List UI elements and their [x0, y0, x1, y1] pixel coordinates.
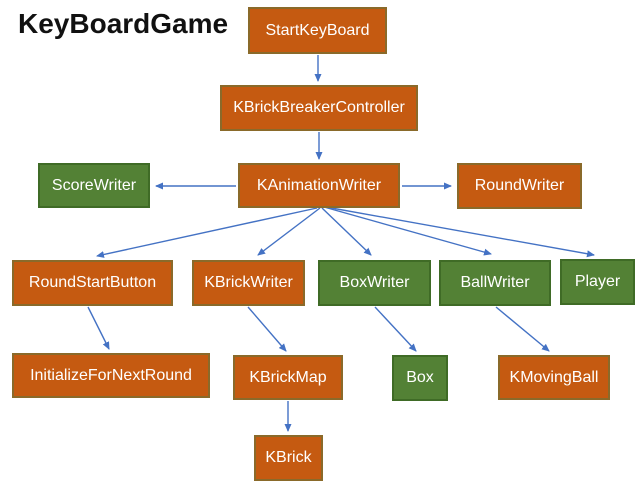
node-label: RoundWriter — [474, 177, 565, 194]
node-label: InitializeForNextRound — [30, 366, 192, 384]
node-label: Box — [406, 369, 434, 386]
edge-kbrickwriter-to-kbrickmap — [247, 306, 287, 352]
page-title: KeyBoardGame — [18, 8, 229, 39]
node-kbrickbreakercontroller: KBrickBreakerController — [220, 85, 418, 131]
edge-kanimationwriter-to-kbrickwriter — [257, 207, 321, 256]
node-player: Player — [560, 259, 635, 305]
edge-roundstartbutton-to-initializefornextround — [87, 306, 110, 350]
node-label: BallWriter — [460, 274, 530, 291]
edge-ballwriter-to-kmovingball — [495, 306, 550, 352]
node-label: KBrickWriter — [204, 274, 293, 291]
node-label: StartKeyBoard — [265, 21, 370, 39]
edge-kanimationwriter-to-player — [325, 206, 595, 258]
node-label: KBrickBreakerController — [233, 99, 405, 116]
node-kbrickwriter: KBrickWriter — [192, 260, 305, 306]
node-ballwriter: BallWriter — [439, 260, 551, 306]
node-initializefornextround: InitializeForNextRound — [12, 353, 210, 398]
node-label: KBrick — [265, 449, 312, 466]
node-boxwriter: BoxWriter — [318, 260, 431, 306]
node-roundwriter: RoundWriter — [457, 163, 582, 209]
node-kbrickmap: KBrickMap — [233, 355, 343, 400]
node-label: KAnimationWriter — [256, 176, 382, 194]
node-label: BoxWriter — [339, 274, 410, 291]
node-kmovingball: KMovingBall — [498, 355, 610, 400]
node-label: KBrickMap — [249, 368, 327, 386]
node-label: KMovingBall — [509, 368, 599, 386]
edge-kanimationwriter-to-ballwriter — [323, 206, 492, 256]
edge-kanimationwriter-to-roundstartbutton — [96, 207, 318, 258]
node-label: RoundStartButton — [28, 274, 157, 291]
node-label: Player — [574, 273, 621, 290]
node-startkeyboard: StartKeyBoard — [248, 7, 387, 54]
node-label: ScoreWriter — [51, 176, 137, 194]
node-kbrick: KBrick — [254, 435, 323, 481]
edge-boxwriter-to-box — [374, 306, 417, 352]
node-scorewriter: ScoreWriter — [38, 163, 150, 208]
node-box: Box — [392, 355, 448, 401]
node-roundstartbutton: RoundStartButton — [12, 260, 173, 306]
edge-kanimationwriter-to-boxwriter — [321, 207, 372, 256]
node-kanimationwriter: KAnimationWriter — [238, 163, 400, 208]
